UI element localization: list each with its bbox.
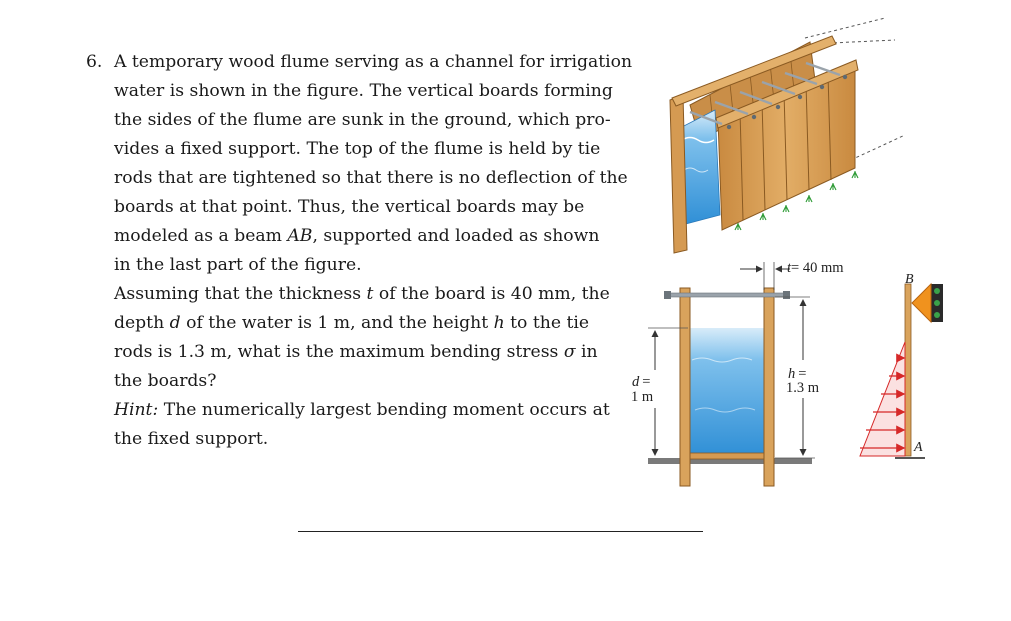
beam-model: B A [859,272,943,459]
problem-line-5: rods that are tightened so that there is… [114,168,628,188]
pin-support-b [911,282,932,324]
problem-line-1: 6.A temporary wood flume serving as a ch… [86,48,632,77]
question-line-4: the boards? [114,371,217,391]
problem-line-6: boards at that point. Thus, the vertical… [114,197,585,217]
problem-line-2: water is shown in the figure. The vertic… [114,81,613,101]
ground-line [648,458,812,464]
hydrostatic-load [859,341,906,457]
point-a-label: A [913,440,923,455]
problem-line-8: in the last part of the figure. [114,255,362,275]
d-dimension-label: d= [632,374,650,390]
t-dimension-label: t= 40 mm [787,260,844,276]
point-b-label: B [905,272,914,287]
hint-label: Hint: [114,400,159,420]
tie-rod [669,292,785,298]
question-line-3: rods is 1.3 m, what is the maximum bendi… [114,342,598,362]
problem-number: 6. [86,52,103,72]
water-section [690,328,764,456]
h-dimension-label: h= [788,366,806,382]
d-dimension-value: 1 m [631,389,654,405]
beam-ab [904,283,912,457]
question-line-2: depth d of the water is 1 m, and the hei… [114,313,590,333]
flume-3d-illustration [669,17,906,254]
question-line-1: Assuming that the thickness t of the boa… [114,284,610,304]
problem-text: 6.A temporary wood flume serving as a ch… [86,48,632,454]
hint-line-2: the fixed support. [114,429,269,449]
right-board [763,287,775,487]
problem-line-3: the sides of the flume are sunk in the g… [114,110,611,130]
left-board [679,287,691,487]
h-dimension-value: 1.3 m [786,380,820,396]
flume-cross-section: t= 40 mm h= 1.3 m d= 1 m [631,260,844,487]
hint-line-1: Hint: The numerically largest bending mo… [114,400,610,420]
answer-line [298,531,703,532]
problem-line-7: modeled as a beam AB, supported and load… [114,226,600,246]
problem-line-4: vides a fixed support. The top of the fl… [114,139,601,159]
